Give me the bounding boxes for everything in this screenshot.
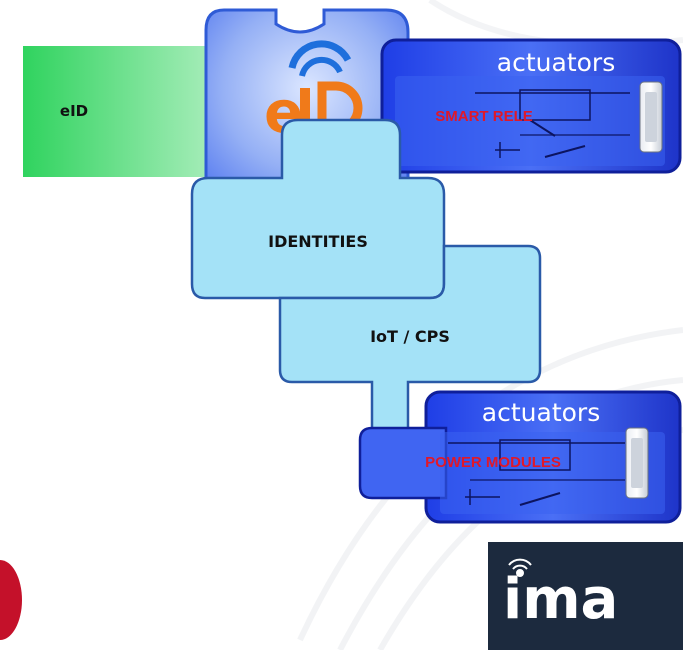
ima-logo: ima [488, 542, 683, 650]
actuators-top-title: actuators [497, 48, 615, 77]
partial-red-logo [0, 560, 22, 640]
actuators-box-top: actuators SMART RELE [380, 38, 682, 174]
iot-cps-label: IoT / CPS [370, 327, 450, 346]
power-modules-label: POWER MODULES [425, 454, 561, 471]
eid-label: eID [60, 102, 88, 120]
signal-icon [508, 558, 532, 577]
smart-rele-label: SMART RELE [435, 108, 533, 125]
actuators-bottom-title: actuators [482, 398, 600, 427]
identities-label: IDENTITIES [268, 232, 368, 251]
actuators-box-bottom: actuators POWER MODULES [358, 390, 682, 524]
ima-logo-text: ima [503, 567, 618, 632]
